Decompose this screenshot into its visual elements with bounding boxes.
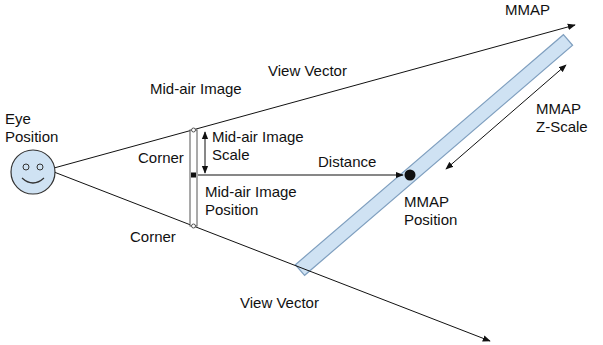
eye-face bbox=[11, 150, 55, 194]
z-scale-label: MMAP Z-Scale bbox=[536, 100, 596, 136]
corner-point bbox=[192, 128, 196, 132]
image-label: Mid-air Image bbox=[150, 80, 260, 98]
vector-label: View Vector bbox=[240, 294, 340, 312]
corner-label: Corner bbox=[138, 149, 188, 167]
position-point bbox=[191, 173, 196, 178]
vector-label: View Vector bbox=[268, 62, 368, 80]
view-vector-line bbox=[54, 25, 575, 168]
eye-symbol bbox=[23, 164, 29, 170]
view-vector-line bbox=[54, 172, 490, 341]
plane-label: MMAP bbox=[505, 1, 565, 19]
distance-arrow bbox=[198, 174, 403, 175]
smile-symbol bbox=[22, 178, 44, 183]
eye-label: Eye Position bbox=[5, 110, 67, 146]
mid-air-image bbox=[190, 130, 197, 226]
mmap-position-dot bbox=[405, 170, 416, 181]
corner-point bbox=[192, 224, 196, 228]
eye-symbol bbox=[37, 164, 43, 170]
position-label: Mid-air Image Position bbox=[205, 183, 305, 219]
scale-arrow bbox=[205, 132, 206, 173]
corner-label: Corner bbox=[130, 228, 190, 246]
position-label: MMAP Position bbox=[404, 193, 470, 229]
distance-label: Distance bbox=[318, 153, 388, 171]
scale-label: Mid-air Image Scale bbox=[212, 128, 312, 164]
